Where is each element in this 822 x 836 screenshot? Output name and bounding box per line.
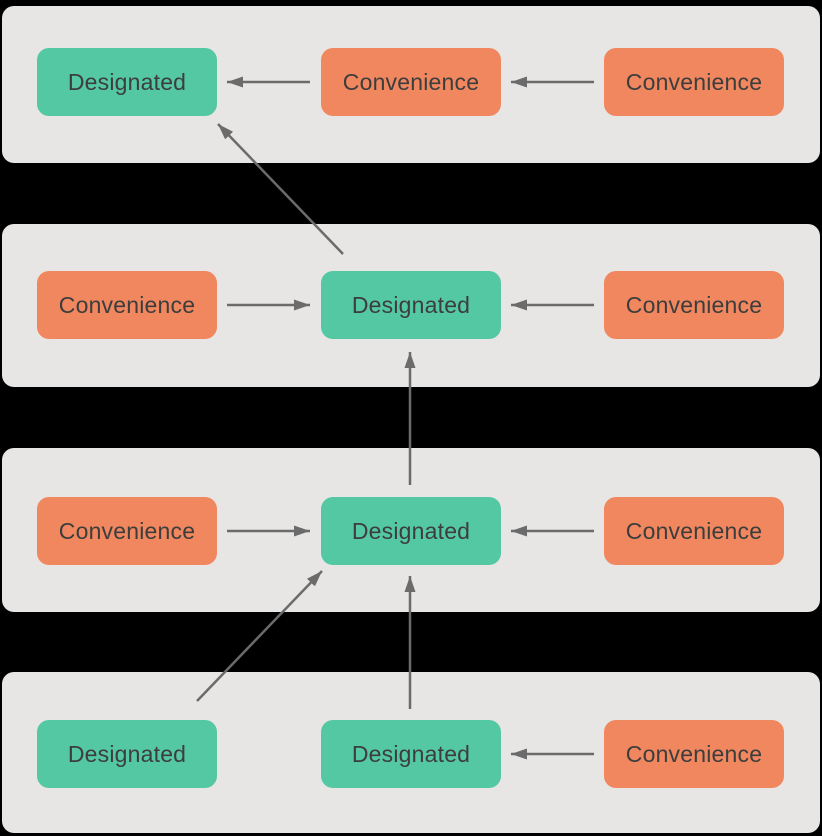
node-row3-designated-middle: Designated: [321, 497, 501, 565]
node-label: Convenience: [625, 740, 763, 767]
node-row4-convenience-right: Convenience: [604, 720, 784, 788]
node-label: Designated: [351, 517, 471, 544]
class-band-4: Designated Designated Convenience: [2, 672, 820, 833]
node-label: Designated: [351, 740, 471, 767]
node-row1-convenience-middle: Convenience: [321, 48, 501, 116]
node-row2-convenience-left: Convenience: [37, 271, 217, 339]
node-label: Designated: [67, 68, 187, 95]
class-band-2: Convenience Designated Convenience: [2, 224, 820, 387]
node-label: Designated: [67, 740, 187, 767]
node-row4-designated-left: Designated: [37, 720, 217, 788]
node-row1-designated-left: Designated: [37, 48, 217, 116]
node-row4-designated-middle: Designated: [321, 720, 501, 788]
class-band-3: Convenience Designated Convenience: [2, 448, 820, 612]
node-label: Convenience: [58, 291, 196, 318]
node-row3-convenience-right: Convenience: [604, 497, 784, 565]
class-band-1: Designated Convenience Convenience: [2, 6, 820, 163]
node-label: Convenience: [625, 291, 763, 318]
node-row1-convenience-right: Convenience: [604, 48, 784, 116]
node-label: Convenience: [625, 68, 763, 95]
node-label: Convenience: [342, 68, 480, 95]
node-row3-convenience-left: Convenience: [37, 497, 217, 565]
node-label: Convenience: [625, 517, 763, 544]
node-row2-convenience-right: Convenience: [604, 271, 784, 339]
node-row2-designated-middle: Designated: [321, 271, 501, 339]
node-label: Designated: [351, 291, 471, 318]
node-label: Convenience: [58, 517, 196, 544]
